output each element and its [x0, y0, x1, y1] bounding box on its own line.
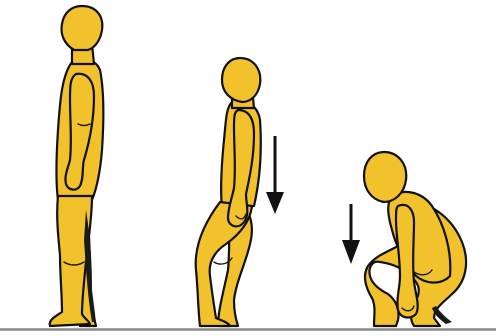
full-squat-arrowhead [342, 240, 360, 264]
full-squat-figure-head [364, 152, 406, 202]
half-squat-arrowhead [266, 192, 284, 214]
standing-figure-head [62, 6, 103, 50]
full-squat-down-arrow [342, 204, 360, 264]
full-squat-figure [342, 152, 466, 326]
half-squat-down-arrow [266, 136, 284, 214]
standing-figure [50, 6, 104, 326]
half-squat-figure [196, 58, 284, 326]
half-squat-figure-head [222, 58, 260, 102]
